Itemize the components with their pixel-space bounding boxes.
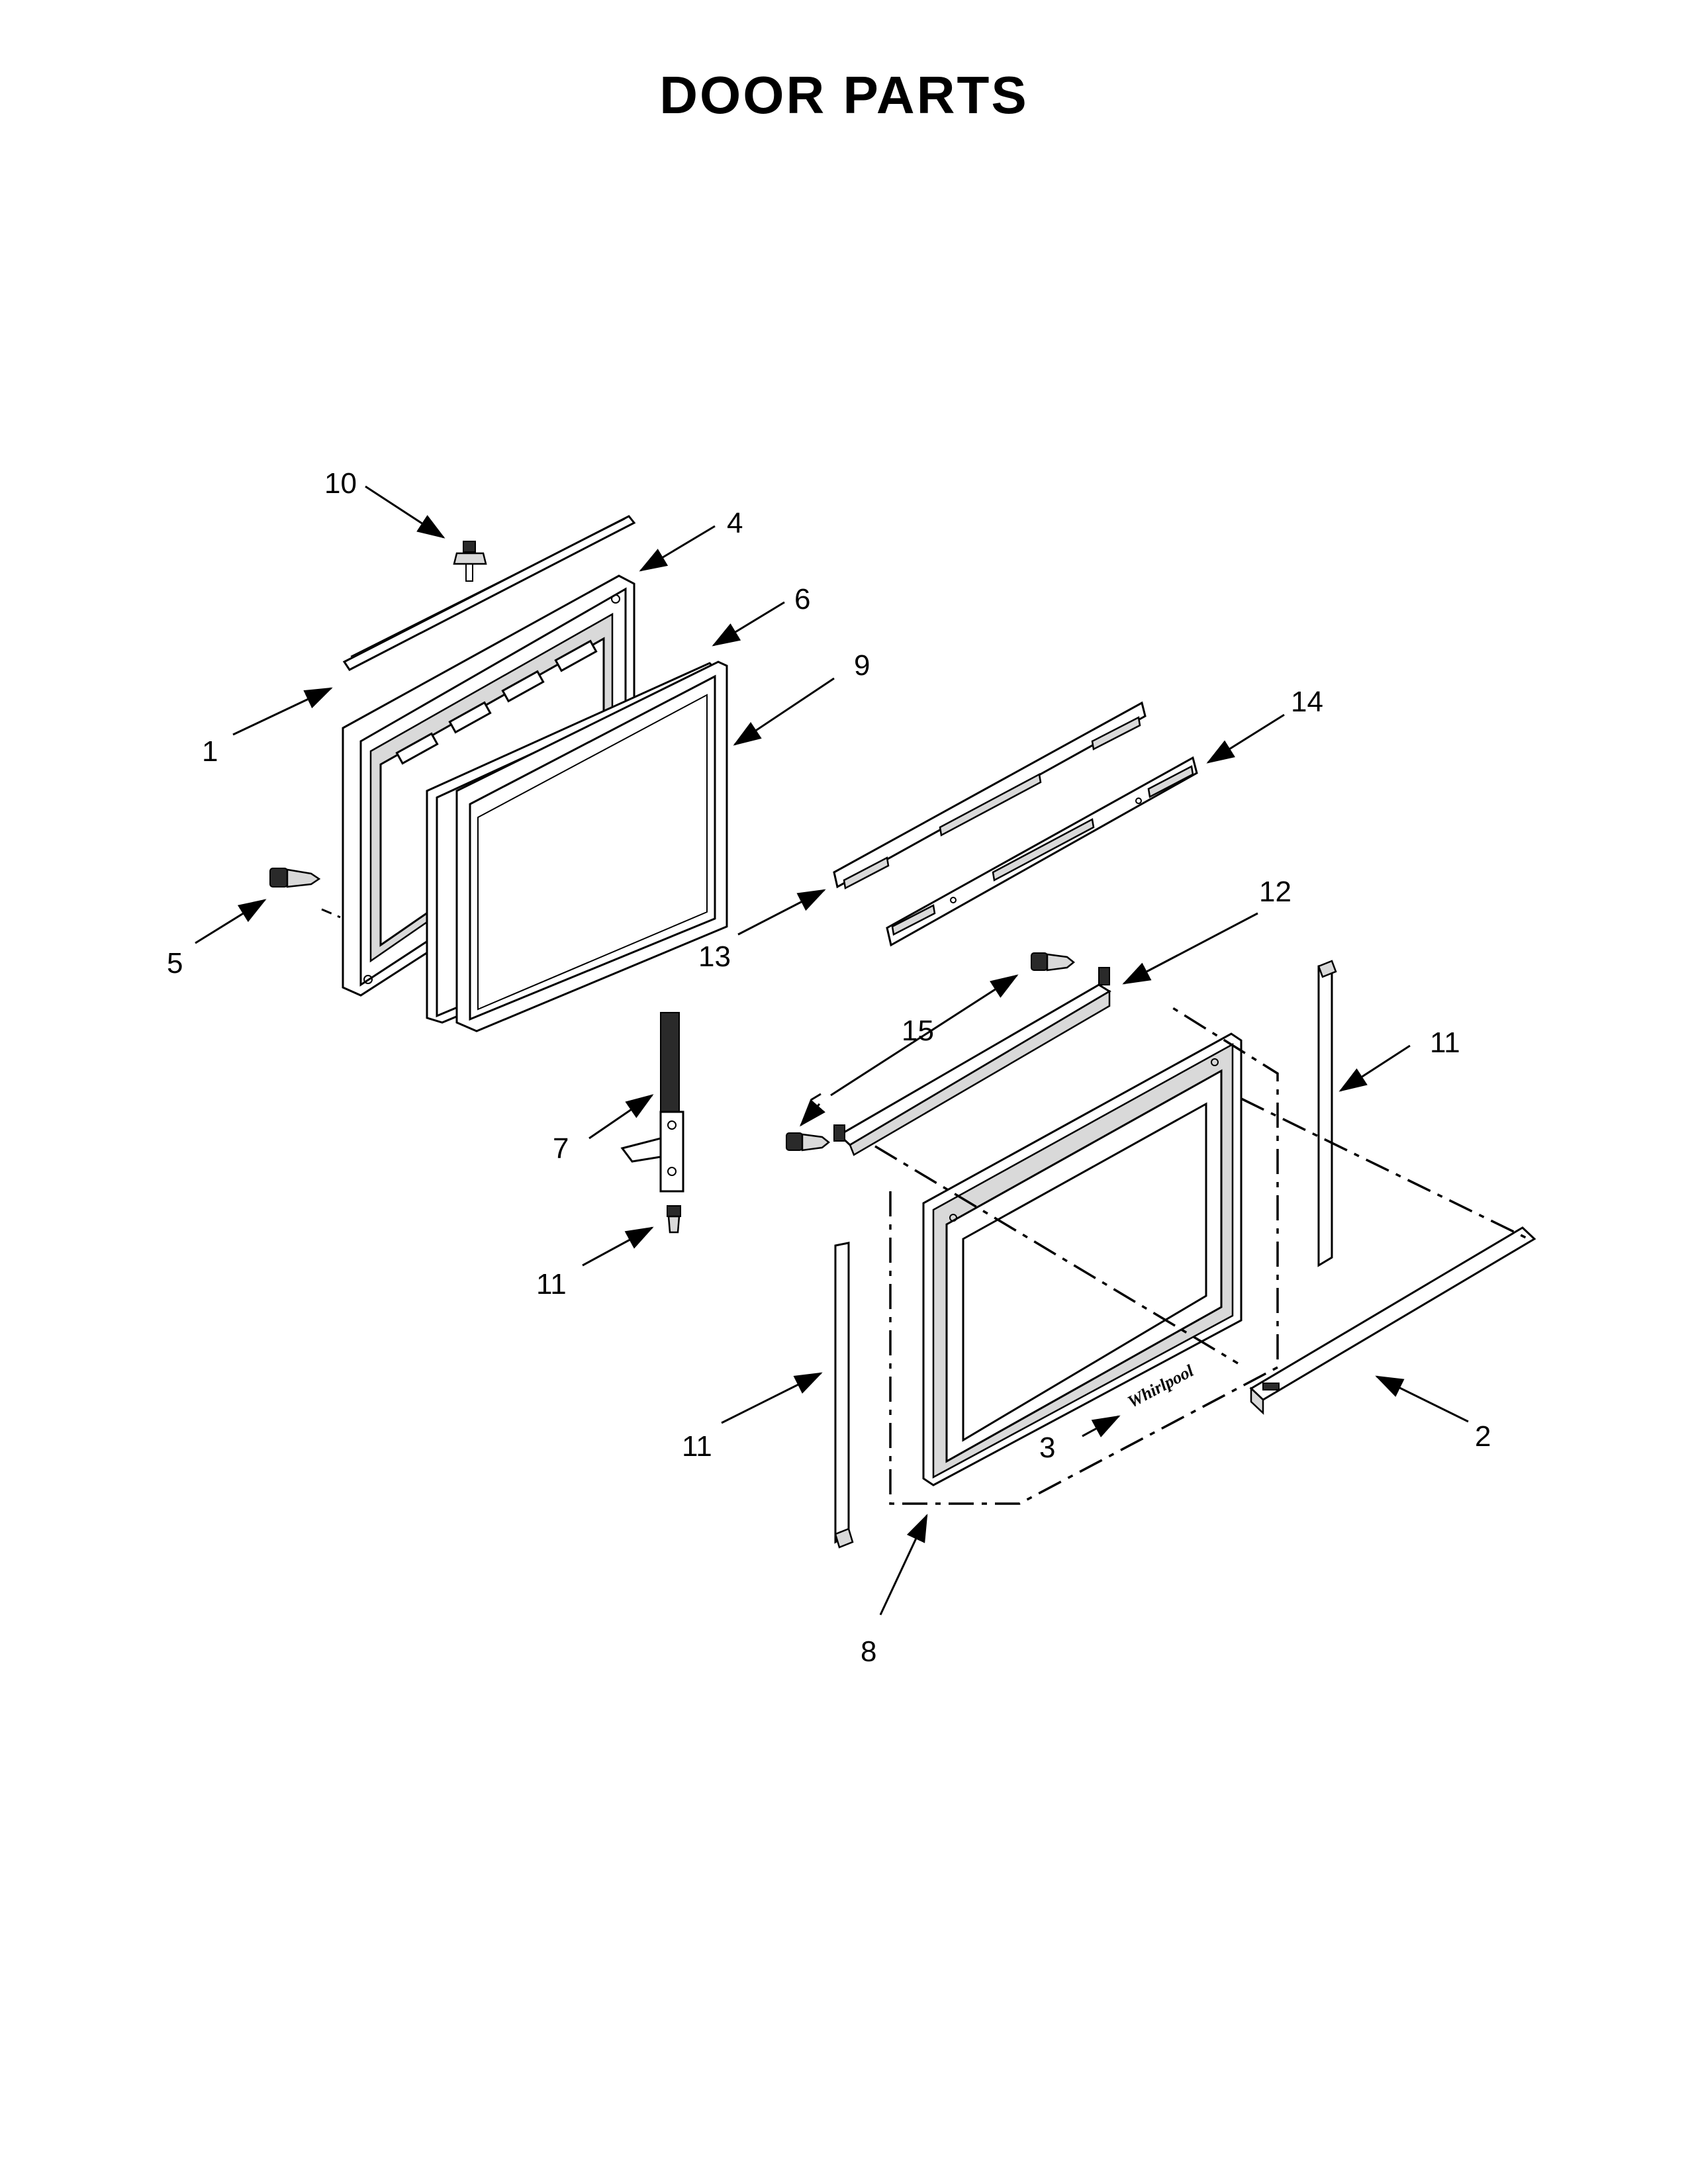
part-14-lower-rail	[886, 756, 1198, 947]
part-11-right-side-trim	[1317, 960, 1337, 1267]
callout-1: 1	[202, 735, 218, 768]
assembly-line-right	[1241, 1097, 1526, 1239]
callout-7: 7	[553, 1132, 569, 1165]
part-12-screw	[667, 1205, 681, 1234]
part-4-top-trim	[342, 515, 636, 671]
callout-12: 11	[536, 1268, 567, 1300]
callout-10: 10	[324, 467, 357, 500]
page-title: DOOR PARTS	[659, 66, 1029, 124]
part-3-outer-door-panel: Whirlpool	[922, 1032, 1243, 1486]
callout-labels: 10 4 6 9 1 5 14 13 12 15 7 11 11 11 2 3 …	[167, 467, 1491, 1668]
callout-leaders	[195, 485, 1469, 1615]
part-2-bottom-trim	[1249, 1226, 1536, 1415]
callout-3: 3	[1039, 1432, 1055, 1464]
callout-9: 9	[854, 649, 870, 682]
part-15-screws	[786, 952, 1076, 1152]
callout-8: 8	[861, 1635, 876, 1668]
callout-13: 12	[1259, 876, 1291, 908]
callout-2: 2	[1475, 1420, 1491, 1453]
callout-4: 4	[727, 507, 743, 539]
part-11-left-side-trim	[834, 1242, 854, 1549]
callout-14-upper: 14	[1291, 686, 1323, 718]
part-9-glass-frame	[455, 660, 728, 1032]
callout-15: 15	[902, 1015, 934, 1047]
callout-5: 5	[167, 947, 183, 979]
part-13-door-top-bracket	[833, 967, 1111, 1156]
callout-14-lower: 13	[698, 940, 731, 973]
assembly-line-upper	[874, 1145, 1239, 1365]
part-7-hinge	[620, 1012, 684, 1193]
part-10-screw	[453, 541, 487, 582]
callout-11-right: 11	[1430, 1026, 1460, 1059]
callout-11-left: 11	[682, 1430, 712, 1463]
callout-6: 6	[794, 583, 810, 615]
part-5-screw	[269, 868, 341, 919]
part-14-upper-rail	[833, 701, 1147, 889]
